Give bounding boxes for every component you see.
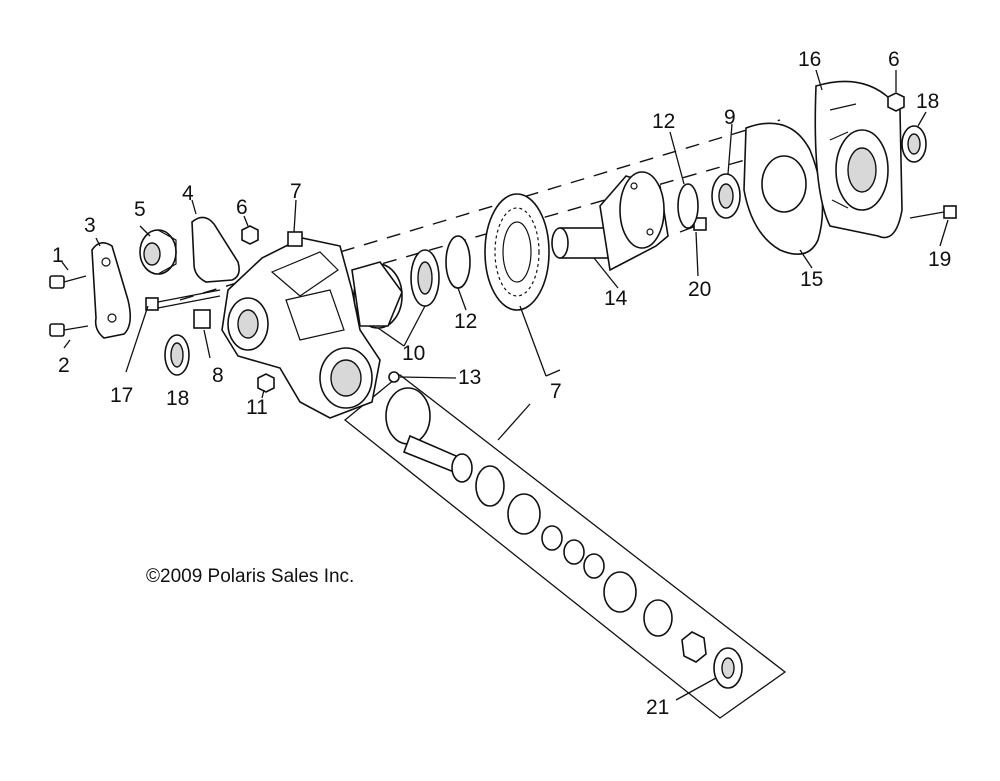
shim-12-left xyxy=(445,235,471,289)
bracket-plate-3 xyxy=(91,242,132,339)
callout-6-left: 6 xyxy=(236,196,248,219)
callout-12-right: 12 xyxy=(652,110,675,133)
nut-6-right xyxy=(887,92,905,112)
upper-axis-line xyxy=(359,149,781,271)
bolt-11 xyxy=(257,373,275,393)
ring-gear xyxy=(484,193,550,311)
nut-6-left xyxy=(241,225,259,245)
callout-1: 1 xyxy=(52,244,64,267)
pinion-spacer-3 xyxy=(583,553,605,579)
callout-16: 16 xyxy=(798,48,821,71)
callout-19: 19 xyxy=(928,248,951,271)
callout-9: 9 xyxy=(724,106,736,129)
pinion-nut xyxy=(681,631,707,663)
callout-11: 11 xyxy=(246,396,268,419)
pinion-race-outer xyxy=(603,571,637,613)
pinion-shim xyxy=(451,453,473,483)
pinion-assembly-box xyxy=(343,374,787,719)
leader-lines xyxy=(61,69,949,701)
callout-21: 21 xyxy=(646,696,669,719)
carrier-14 xyxy=(551,171,669,272)
plug-13 xyxy=(388,371,400,383)
cover-16 xyxy=(814,80,903,239)
callout-18-right: 18 xyxy=(916,90,939,113)
callout-17: 17 xyxy=(110,384,133,407)
callout-13: 13 xyxy=(458,366,481,389)
callout-18-left: 18 xyxy=(166,387,189,410)
seal-18-right xyxy=(901,125,927,163)
bolt-20 xyxy=(679,217,707,233)
callout-10: 10 xyxy=(402,342,425,365)
callout-7-gear: 7 xyxy=(550,380,562,403)
pinion-bearing-inner xyxy=(475,465,505,507)
callout-12-left: 12 xyxy=(454,310,477,333)
copyright-text: ©2009 Polaris Sales Inc. xyxy=(146,566,354,587)
plug-8 xyxy=(193,309,211,329)
bracket-4 xyxy=(191,216,240,283)
callout-6-right: 6 xyxy=(888,48,900,71)
pinion-spacer-1 xyxy=(541,525,563,551)
callout-5: 5 xyxy=(134,198,146,221)
callout-20: 20 xyxy=(688,278,711,301)
pinion-race-inner xyxy=(507,493,541,535)
pinion-bearing-outer xyxy=(643,599,673,637)
callout-4: 4 xyxy=(182,182,194,205)
bearing-9 xyxy=(711,173,741,219)
callout-15: 15 xyxy=(800,268,823,291)
callout-7-housing: 7 xyxy=(290,180,302,203)
bolt-2 xyxy=(49,323,89,337)
pinion-spacer-2 xyxy=(563,539,585,565)
callout-3: 3 xyxy=(84,214,96,237)
callout-2: 2 xyxy=(58,354,70,377)
callout-8: 8 xyxy=(212,364,224,387)
bolt-1 xyxy=(49,275,87,289)
seal-18-left xyxy=(164,334,190,376)
mount-bushing-5 xyxy=(139,229,177,275)
bearing-10 xyxy=(351,249,440,329)
differential-housing xyxy=(221,231,381,419)
bolt-19 xyxy=(909,205,957,219)
shim-12-right xyxy=(677,183,699,229)
callout-14: 14 xyxy=(604,287,628,310)
pinion-seal-21 xyxy=(713,647,743,689)
stud-17 xyxy=(145,289,221,311)
